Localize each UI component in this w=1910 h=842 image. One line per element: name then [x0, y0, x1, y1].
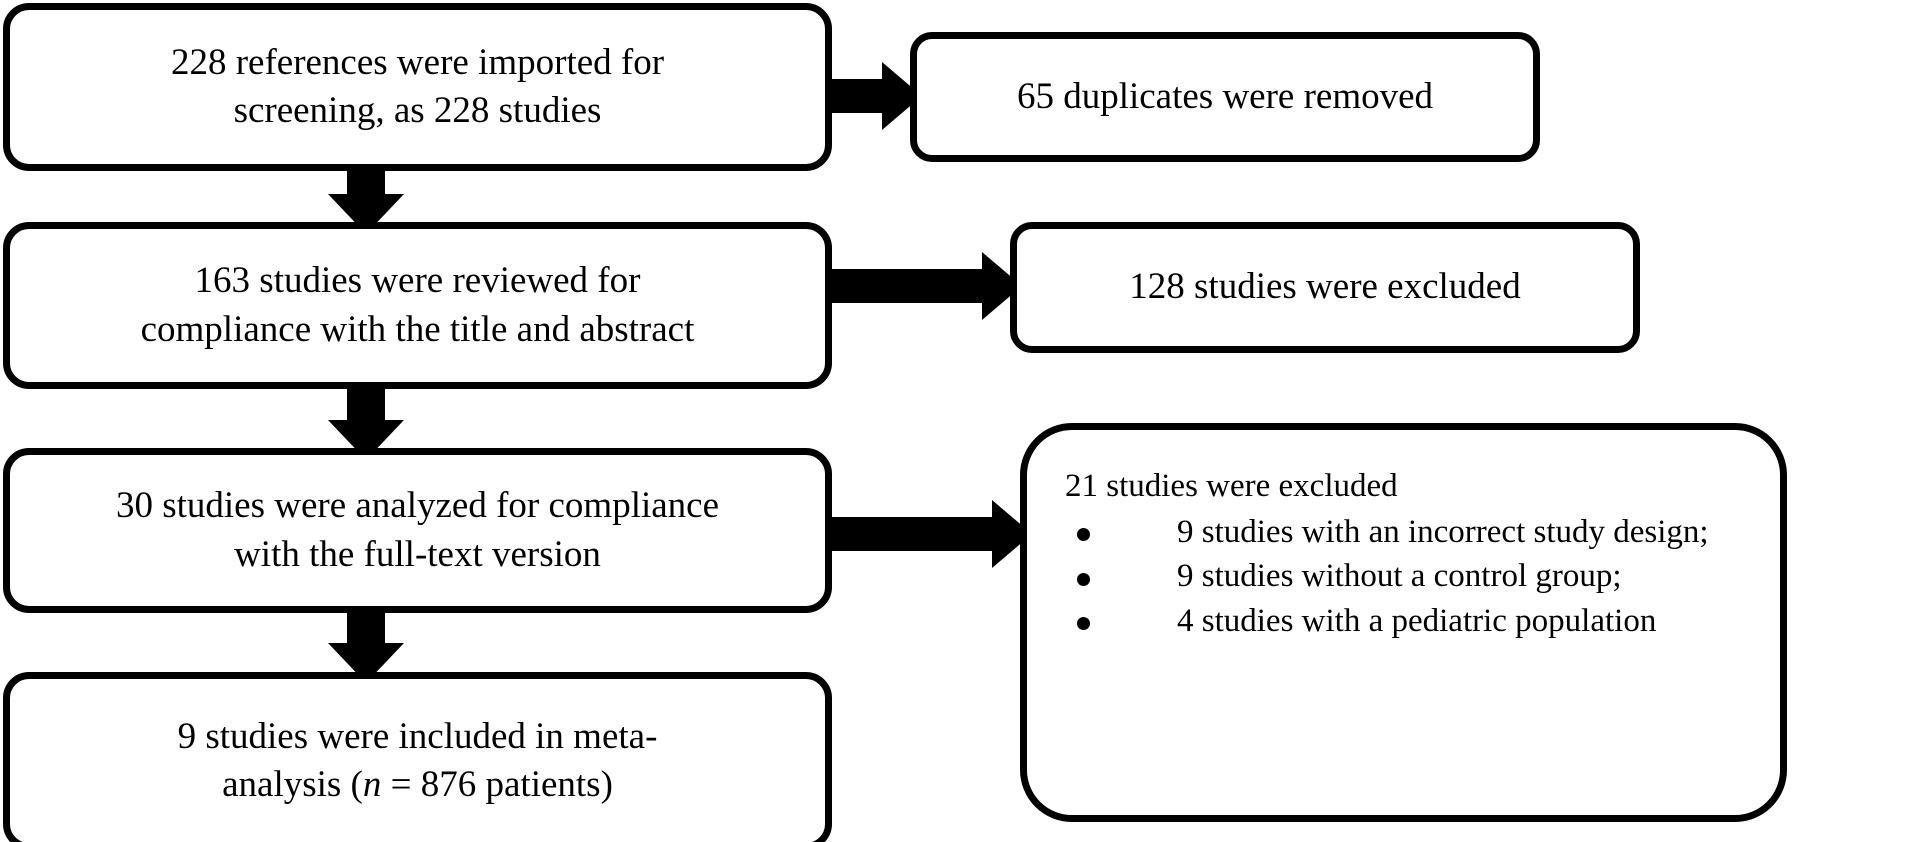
node-imported-text: 228 references were imported for screeni… — [10, 39, 825, 135]
list-item: 9 studies without a control group; — [1065, 555, 1750, 597]
node-excluded-ta-line1: 128 studies were excluded — [1129, 266, 1521, 308]
arrow-screened-to-excluded — [822, 252, 1022, 320]
excluded-fulltext-reason-list: 9 studies with an incorrect study design… — [1065, 511, 1750, 642]
list-item-label: 9 studies with an incorrect study design… — [1177, 514, 1709, 551]
arrow-shaft — [822, 269, 984, 303]
node-excluded-fulltext: 21 studies were excluded 9 studies with … — [1020, 423, 1787, 822]
list-item-label: 9 studies without a control group; — [1177, 558, 1622, 595]
arrow-shaft — [822, 517, 994, 551]
bullet-icon — [1077, 528, 1090, 542]
node-included-line2-pre: analysis ( — [222, 764, 363, 805]
node-fulltext-text: 30 studies were analyzed for compliance … — [10, 482, 825, 578]
node-duplicates-line1: 65 duplicates were removed — [1016, 75, 1434, 117]
list-item: 4 studies with a pediatric population — [1065, 600, 1750, 642]
node-included-text: 9 studies were included in meta- analysi… — [10, 713, 825, 809]
arrow-fulltext-to-excluded-fulltext — [822, 500, 1032, 568]
excluded-fulltext-body: 21 studies were excluded 9 studies with … — [1027, 430, 1780, 642]
node-imported-line1: 228 references were imported for — [170, 41, 665, 83]
node-duplicates-removed: 65 duplicates were removed — [910, 32, 1540, 162]
bullet-icon — [1077, 616, 1090, 630]
node-screened-text: 163 studies were reviewed for compliance… — [10, 257, 825, 353]
list-item-label: 4 studies with a pediatric population — [1177, 602, 1657, 639]
node-references-imported: 228 references were imported for screeni… — [3, 3, 832, 171]
arrow-shaft — [822, 79, 884, 113]
node-excluded-ta-text: 128 studies were excluded — [1017, 263, 1633, 311]
node-studies-included: 9 studies were included in meta- analysi… — [3, 672, 832, 842]
node-fulltext-line1: 30 studies were analyzed for compliance — [115, 485, 720, 527]
node-screened-line2: compliance with the title and abstract — [140, 308, 695, 350]
node-screened-line1: 163 studies were reviewed for — [194, 260, 641, 302]
node-studies-screened: 163 studies were reviewed for compliance… — [3, 222, 832, 389]
node-included-line2-post: = 876 patients) — [381, 764, 613, 805]
node-included-line1: 9 studies were included in meta- — [177, 715, 658, 757]
node-excluded-title-abstract: 128 studies were excluded — [1010, 222, 1640, 353]
excluded-fulltext-heading: 21 studies were excluded — [1065, 468, 1398, 504]
node-included-line2-italic-n: n — [362, 764, 382, 805]
node-fulltext-assessed: 30 studies were analyzed for compliance … — [3, 448, 832, 613]
list-item: 9 studies with an incorrect study design… — [1065, 511, 1750, 553]
bullet-icon — [1077, 572, 1090, 586]
node-fulltext-line2: with the full-text version — [234, 533, 601, 575]
arrow-imported-to-duplicates — [822, 62, 922, 130]
node-imported-line2: screening, as 228 studies — [233, 90, 602, 131]
node-duplicates-text: 65 duplicates were removed — [917, 73, 1533, 121]
